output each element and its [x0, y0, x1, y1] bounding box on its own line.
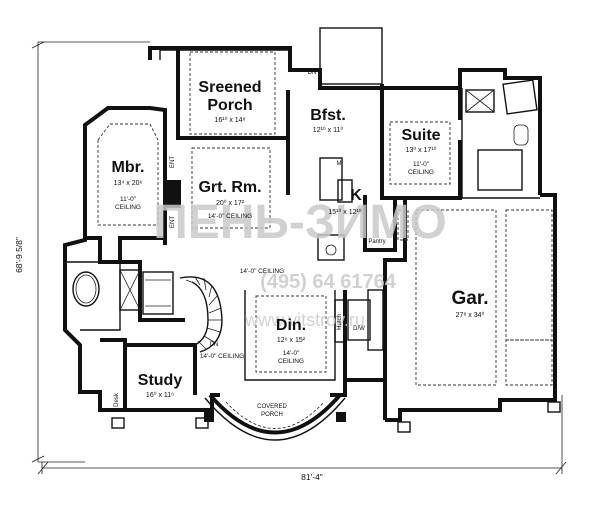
- suite-ceiling-1: 11'-0": [413, 161, 430, 168]
- screened-porch-label-2: Porch: [207, 97, 252, 114]
- suite-ceiling-2: CEILING: [408, 169, 434, 176]
- dining-size: 12⁶ x 15²: [277, 337, 306, 344]
- suite-label: Suite: [401, 127, 440, 144]
- watermark-site: www.vitstroy.ru: [244, 310, 365, 330]
- grt-rm-label: Grt. Rm.: [198, 179, 261, 196]
- room-study: Study 16⁰ x 11⁶: [138, 372, 183, 399]
- garage-size: 27⁸ x 34⁰: [456, 311, 485, 319]
- grt-rm-size: 20⁰ x 17²: [216, 199, 245, 207]
- hutch-label: Hutch: [337, 314, 343, 330]
- dining-label: Din.: [276, 317, 306, 334]
- room-kitchen: K 15¹⁰ x 12¹⁰ M: [328, 161, 362, 216]
- watermark-logo: ПЕНЬ-ЗИМО: [153, 196, 447, 249]
- stair-ceiling-label: 14'-0" CEILING: [200, 353, 244, 360]
- dn-stair-label: DN: [210, 342, 219, 348]
- dn-top-label: DN: [308, 70, 317, 76]
- watermark-phone: (495) 64 61764: [260, 271, 397, 293]
- bfst-label: Bfst.: [310, 107, 346, 124]
- room-grt-rm: Grt. Rm. 20⁰ x 17² 14'-0" CEILING: [198, 179, 261, 220]
- dw-label: D/W: [353, 326, 365, 332]
- desk-label: Desk: [114, 392, 120, 407]
- dining-ceiling-2: CEILING: [278, 358, 304, 365]
- study-label: Study: [138, 372, 183, 389]
- kitchen-label: K: [350, 187, 362, 204]
- covered-porch: [204, 393, 346, 441]
- mbr-ceiling-2: CEILING: [115, 204, 141, 211]
- width-dimension: 81'-4": [301, 472, 323, 482]
- room-dining: Din. 12⁶ x 15² 14'-0" CEILING: [276, 317, 306, 365]
- depth-dimension: 68'-9 5/8": [14, 237, 24, 273]
- exterior-columns: [111, 401, 561, 433]
- ent-label-1: ENT: [170, 156, 176, 168]
- screened-porch-size: 16¹⁰ x 14⁸: [214, 116, 245, 124]
- grt-rm-ceiling: 14'-0" CEILING: [208, 213, 252, 220]
- ent-label-2: ENT: [170, 216, 176, 228]
- study-size: 16⁰ x 11⁶: [146, 391, 174, 399]
- bfst-size: 12¹⁰ x 11⁰: [313, 126, 344, 134]
- room-mbr: Mbr. 13⁴ x 20⁶ 11'-0" CEILING: [112, 159, 145, 211]
- mbr-size: 13⁴ x 20⁶: [114, 180, 143, 187]
- interior-walls: [65, 50, 540, 420]
- screened-porch-label-1: Sreened: [198, 79, 261, 96]
- dining-ceiling-1: 14'-0": [283, 350, 300, 357]
- wine-label: M: [337, 161, 342, 167]
- mbr-label: Mbr.: [112, 159, 145, 176]
- suite-size: 13⁰ x 17¹⁰: [406, 146, 437, 154]
- garage-label: Gar.: [452, 288, 489, 309]
- foyer-ceiling-label: 14'-0" CEILING: [240, 268, 284, 275]
- room-suite: Suite 13⁰ x 17¹⁰ 11'-0" CEILING: [401, 127, 440, 176]
- ceiling-outlines: [97, 51, 553, 386]
- kitchen-size: 15¹⁰ x 12¹⁰: [328, 208, 361, 216]
- covered-porch-labels: COVERED PORCH: [257, 404, 287, 418]
- room-bfst: Bfst. 12¹⁰ x 11⁰: [310, 107, 346, 134]
- mbr-ceiling-1: 11'-0": [120, 196, 137, 203]
- pantry-label: Pantry: [368, 239, 385, 245]
- covered-porch-label-1: COVERED: [257, 404, 287, 410]
- dimension-lines: [31, 41, 567, 475]
- room-garage: Gar. 27⁸ x 34⁰: [452, 288, 489, 319]
- room-screened-porch: Sreened Porch 16¹⁰ x 14⁸: [198, 79, 261, 124]
- covered-porch-label-2: PORCH: [261, 412, 283, 418]
